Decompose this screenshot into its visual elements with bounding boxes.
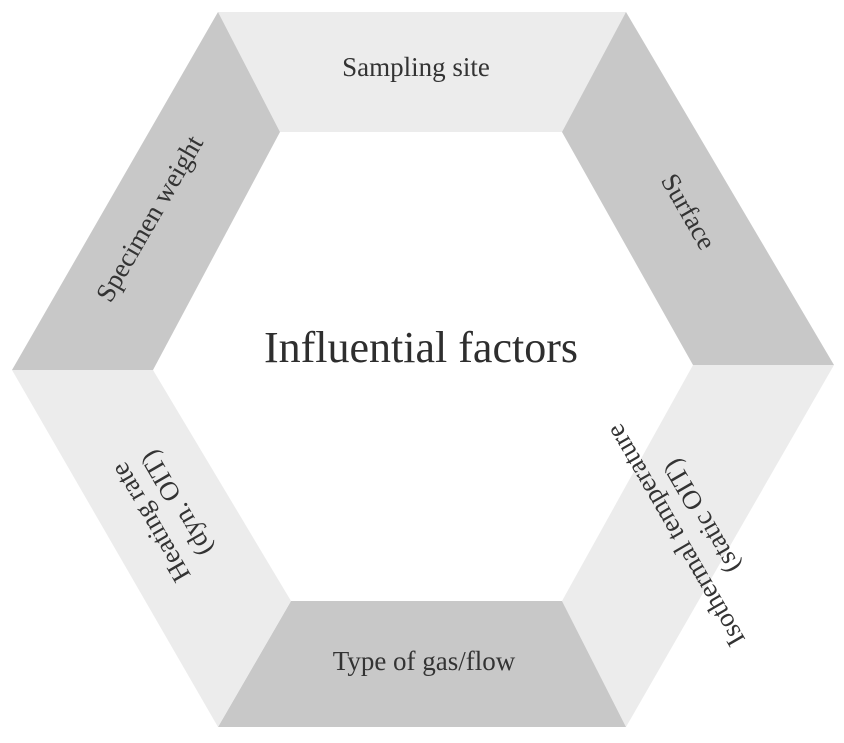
segment-sampling-site-line-1: Sampling site bbox=[342, 52, 490, 82]
segment-surface: Surface bbox=[562, 12, 834, 365]
segment-isothermal-temperature-band bbox=[562, 365, 834, 727]
center-title: Influential factors bbox=[264, 323, 578, 372]
segment-type-of-gas-flow-band bbox=[218, 601, 626, 727]
segment-sampling-site-band bbox=[218, 12, 626, 132]
segment-specimen-weight: Specimen weight bbox=[12, 12, 280, 370]
segment-sampling-site: Sampling site bbox=[218, 12, 626, 132]
segment-type-of-gas-flow: Type of gas/flow bbox=[218, 601, 626, 727]
segment-surface-band bbox=[562, 12, 834, 365]
segment-heating-rate-band bbox=[12, 370, 291, 727]
segment-isothermal-temperature: Isothermal temperature (static OIT) bbox=[562, 365, 834, 727]
segment-type-of-gas-flow-line-1: Type of gas/flow bbox=[333, 646, 516, 676]
segment-specimen-weight-band bbox=[12, 12, 280, 370]
svg-text:Sampling site: Sampling site bbox=[342, 52, 490, 82]
svg-text:Type of gas/flow: Type of gas/flow bbox=[333, 646, 516, 676]
